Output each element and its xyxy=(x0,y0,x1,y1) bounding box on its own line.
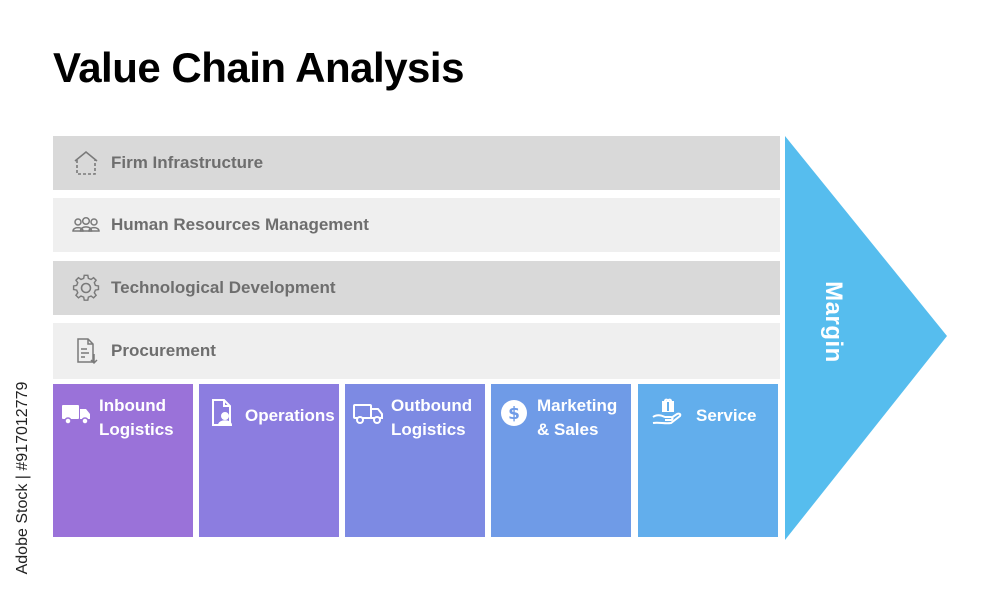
support-label: Technological Development xyxy=(111,278,336,297)
primary-label-line1: Marketing xyxy=(537,396,618,415)
primary-label-line2: Logistics xyxy=(99,420,174,439)
gear-icon xyxy=(69,271,103,305)
svg-text:$: $ xyxy=(508,404,520,424)
building-icon xyxy=(69,146,103,180)
truck-icon xyxy=(351,396,385,430)
watermark-text: Adobe Stock | #917012779 xyxy=(14,381,31,575)
support-row-human-resources: Human Resources Management xyxy=(53,198,780,252)
primary-box-marketing-sales: $ Marketing & Sales xyxy=(491,384,631,537)
primary-box-service: Service xyxy=(638,384,778,537)
primary-box-outbound-logistics: Outbound Logistics xyxy=(345,384,485,537)
document-icon xyxy=(69,334,103,368)
truck-icon xyxy=(59,396,93,430)
page-title: Value Chain Analysis xyxy=(53,44,464,91)
support-label: Procurement xyxy=(111,341,216,360)
primary-label-line1: Operations xyxy=(245,406,335,425)
document-person-icon xyxy=(205,396,239,430)
primary-label-line1: Inbound xyxy=(99,396,167,415)
primary-label-line1: Service xyxy=(696,406,757,425)
margin-arrow xyxy=(785,136,947,540)
primary-label-line1: Outbound xyxy=(391,396,473,415)
primary-label-line2: & Sales xyxy=(537,420,599,439)
primary-label-line2: Logistics xyxy=(391,420,466,439)
support-label: Human Resources Management xyxy=(111,215,369,234)
primary-box-operations: Operations xyxy=(199,384,339,537)
support-row-firm-infrastructure: Firm Infrastructure xyxy=(53,136,780,190)
stock-watermark: Adobe Stock | #917012779 xyxy=(9,372,37,584)
primary-box-inbound-logistics: Inbound Logistics xyxy=(53,384,193,537)
dollar-coin-icon: $ xyxy=(497,396,531,430)
support-row-technological-development: Technological Development xyxy=(53,261,780,315)
margin-label-text: Margin xyxy=(820,281,847,363)
people-icon xyxy=(69,208,103,242)
support-row-procurement: Procurement xyxy=(53,323,780,379)
support-label: Firm Infrastructure xyxy=(111,153,264,172)
hand-gift-icon xyxy=(650,396,684,430)
